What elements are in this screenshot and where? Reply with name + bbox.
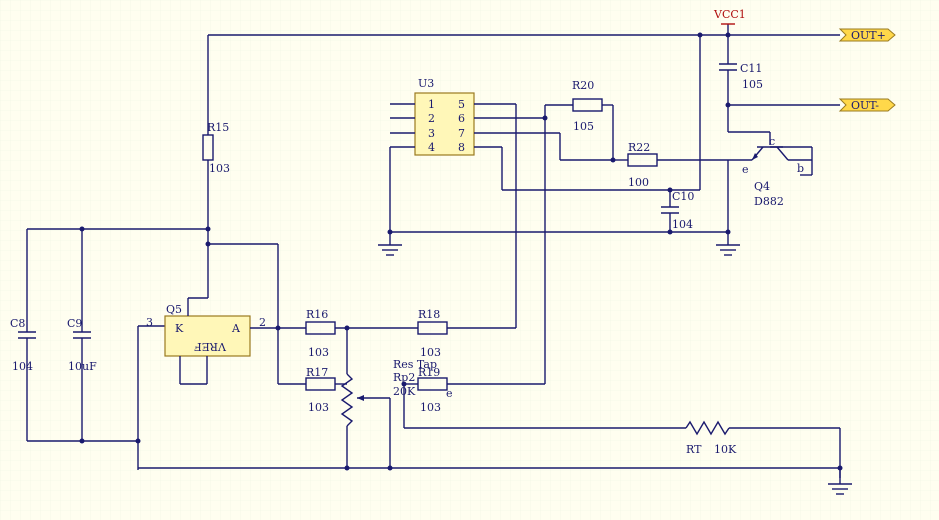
r16-value: 103 <box>308 346 329 359</box>
q4-b-pin: b <box>797 162 804 175</box>
q4-value: D882 <box>754 195 784 208</box>
ground-symbol-u3 <box>378 232 402 256</box>
q4-e-pin: e <box>742 163 749 176</box>
q5-pin3: 3 <box>146 316 153 329</box>
out-minus-port[interactable]: OUT- <box>838 98 896 112</box>
rp2-label: Rp2 <box>393 371 415 384</box>
c8-c9-top-rail <box>27 228 279 384</box>
r15-label: R15 <box>207 121 229 134</box>
regulator-q5: Q5 K A 3 2 VREF <box>146 297 278 385</box>
top-rail <box>207 34 840 135</box>
u3-pin5: 5 <box>458 98 465 111</box>
u3-pin4: 4 <box>428 141 435 154</box>
resistor-r18: R18 103 <box>417 104 517 359</box>
u3-pin1: 1 <box>428 98 435 111</box>
resistor-r15: R15 103 <box>202 121 230 298</box>
potentiometer-rp2: Res Tap Rp2 20K <box>340 328 437 468</box>
q5-a-pin: A <box>231 322 241 335</box>
ground-symbol-bottom <box>828 468 852 495</box>
q5-k-pin: K <box>175 322 184 335</box>
r18-value: 103 <box>420 346 441 359</box>
resistor-r17: R17 103 <box>278 366 347 414</box>
u3-pin8-supply-wire <box>501 35 701 191</box>
capacitor-c10: C10 104 <box>661 190 694 232</box>
rp2-e-pin: e <box>446 387 453 400</box>
r15-value: 103 <box>209 162 230 175</box>
u3-pin2: 2 <box>428 112 435 125</box>
q5-pin2: 2 <box>259 316 266 329</box>
q4-label: Q4 <box>754 180 770 193</box>
rt-value: 10K <box>714 443 737 456</box>
c9-value: 10uF <box>68 360 97 373</box>
ground-symbol-q4 <box>716 232 740 256</box>
r17-value: 103 <box>308 401 329 414</box>
c8-label: C8 <box>10 317 25 330</box>
r20-label: R20 <box>572 79 594 92</box>
ic-u3: U3 1 2 3 4 5 6 7 8 <box>390 77 560 156</box>
c8-value: 104 <box>12 360 33 373</box>
u3-pin8: 8 <box>458 141 465 154</box>
u3-pin3: 3 <box>428 127 435 140</box>
q5-ref-label: VREF <box>194 340 227 353</box>
c9-label: C9 <box>67 317 82 330</box>
capacitor-c8: C8 104 <box>10 229 36 441</box>
c11-label: C11 <box>740 62 762 75</box>
out-plus-port[interactable]: OUT+ <box>838 28 896 42</box>
r19-value: 103 <box>420 401 441 414</box>
r17-label: R17 <box>306 366 328 379</box>
r16-label: R16 <box>306 308 328 321</box>
c10-label: C10 <box>672 190 694 203</box>
u3-pin7: 7 <box>458 127 465 140</box>
u3-r20-wiring: R20 105 <box>544 79 614 161</box>
q5-label: Q5 <box>166 303 182 316</box>
rp2-restap: Res Tap <box>393 358 437 371</box>
capacitor-c11: C11 105 <box>719 35 840 132</box>
q4-c-pin: c <box>769 135 775 148</box>
capacitor-c9: C9 10uF <box>67 229 97 441</box>
out-minus-label: OUT- <box>851 99 879 112</box>
c10-value: 104 <box>672 218 693 231</box>
r20-value: 105 <box>573 120 594 133</box>
out-plus-label: OUT+ <box>851 29 886 42</box>
vcc-symbol: VCC1 <box>713 8 746 35</box>
vcc-label: VCC1 <box>713 8 746 21</box>
c11-value: 105 <box>742 78 763 91</box>
rt-label: RT <box>686 443 702 456</box>
u3-pin6: 6 <box>458 112 465 125</box>
resistor-r19: R19 103 e <box>402 118 546 414</box>
u3-label: U3 <box>418 77 434 90</box>
r19-label: R19 <box>418 366 440 379</box>
r22-label: R22 <box>628 141 650 154</box>
resistor-r22: R22 100 <box>613 141 728 189</box>
r18-label: R18 <box>418 308 440 321</box>
transistor-q4: c e b Q4 D882 <box>727 131 813 208</box>
r22-value: 100 <box>628 176 649 189</box>
